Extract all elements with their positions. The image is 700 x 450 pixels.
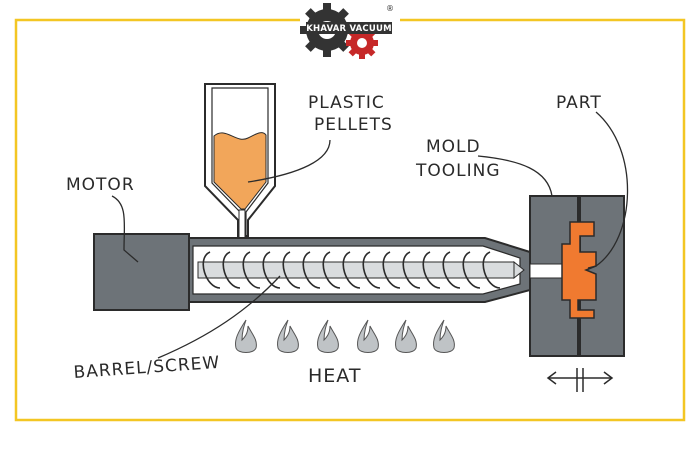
barrel-leader bbox=[157, 275, 281, 359]
plastic-pellets-label-line2: PELLETS bbox=[314, 115, 393, 135]
registered-mark: ® bbox=[386, 4, 394, 13]
flame-icon bbox=[357, 319, 379, 353]
plastic-pellets bbox=[213, 132, 267, 210]
mold-tooling-label-line2: TOOLING bbox=[415, 161, 501, 181]
molded-part bbox=[561, 221, 597, 319]
plastic-pellets-label-line1: PLASTIC bbox=[308, 93, 385, 113]
heat-flames bbox=[235, 319, 455, 353]
pellets-leader bbox=[247, 139, 331, 183]
heat-label: HEAT bbox=[308, 365, 361, 387]
motor-block bbox=[93, 233, 190, 311]
double-arrow-icon bbox=[546, 368, 614, 392]
motor-leader bbox=[111, 195, 139, 263]
screw-flights bbox=[202, 251, 501, 289]
flame-icon bbox=[317, 319, 339, 353]
logo-text: KHAVAR VACUUM bbox=[306, 24, 391, 34]
motor-label: MOTOR bbox=[66, 175, 135, 195]
flame-icon bbox=[395, 319, 417, 353]
mold-tooling-label-line1: MOLD bbox=[426, 137, 481, 157]
part-label: PART bbox=[556, 93, 602, 113]
brand-logo: KHAVAR VACUUM ® bbox=[300, 3, 400, 59]
hopper bbox=[204, 83, 276, 241]
mold-tooling bbox=[529, 195, 625, 357]
screw bbox=[197, 251, 525, 289]
part-leader bbox=[587, 111, 629, 269]
flame-icon bbox=[277, 319, 299, 353]
flame-icon bbox=[433, 319, 455, 353]
barrel-screw-label: BARREL/SCREW bbox=[73, 353, 221, 383]
mold-leader bbox=[477, 155, 553, 197]
leader-lines bbox=[111, 111, 629, 359]
flame-icon bbox=[235, 319, 257, 353]
